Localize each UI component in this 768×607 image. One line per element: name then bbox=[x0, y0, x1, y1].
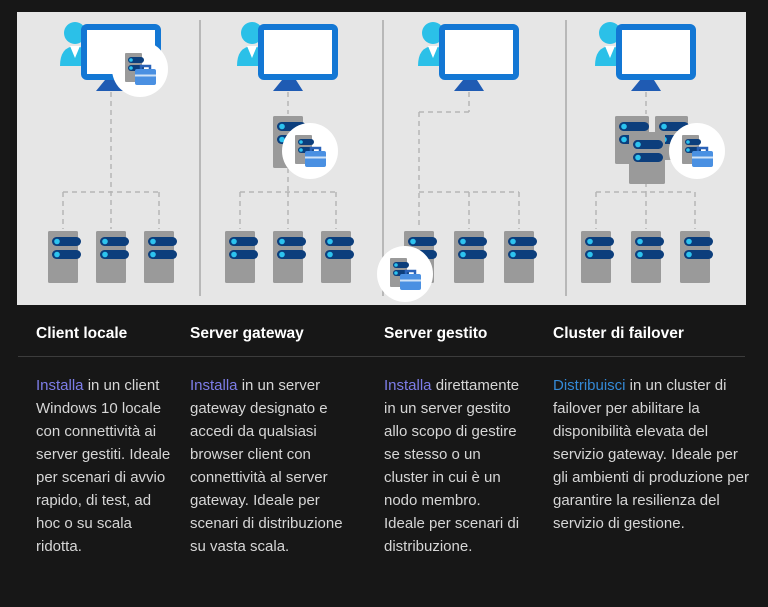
dashed-connectors bbox=[62, 92, 696, 229]
installa-link[interactable]: Installa bbox=[36, 377, 84, 394]
description-text: Installa in un client Windows 10 locale … bbox=[36, 374, 176, 558]
description-server-gateway: Installa in un server gateway designato … bbox=[190, 374, 384, 558]
column-header-cluster-failover: Cluster di failover bbox=[553, 325, 684, 342]
description-client-locale: Installa in un client Windows 10 locale … bbox=[36, 374, 190, 558]
figure-cluster-failover bbox=[581, 22, 727, 283]
figure-client-locale bbox=[48, 22, 177, 283]
deployment-diagram bbox=[48, 12, 727, 304]
server-icon bbox=[631, 231, 664, 283]
installa-link[interactable]: Installa bbox=[384, 377, 432, 394]
server-icon bbox=[96, 231, 129, 283]
description-rest: in un client Windows 10 locale con conne… bbox=[36, 377, 171, 555]
distribuisci-link[interactable]: Distribuisci bbox=[553, 377, 626, 394]
server-icon bbox=[273, 231, 306, 283]
server-icon bbox=[225, 231, 258, 283]
server-icon bbox=[504, 231, 537, 283]
column-client-locale: Client locale bbox=[36, 324, 190, 344]
description-server-gestito: Installa direttamente in un server gesti… bbox=[384, 374, 553, 558]
column-header-server-gateway: Server gateway bbox=[190, 325, 304, 342]
column-cluster-failover: Cluster di failover bbox=[553, 324, 750, 344]
description-rest: direttamente in un server gestito allo s… bbox=[384, 377, 520, 555]
description-cluster-failover: Distribuisci in un cluster di failover p… bbox=[553, 374, 750, 558]
options-header-row: Client locale Server gateway Server gest… bbox=[36, 324, 750, 344]
user-monitor-icon bbox=[237, 22, 335, 91]
admin-center-badge-icon bbox=[280, 121, 340, 181]
installa-link[interactable]: Installa bbox=[190, 377, 238, 394]
description-text: Installa direttamente in un server gesti… bbox=[384, 374, 523, 558]
description-rest: in un cluster di failover per abilitare … bbox=[553, 377, 749, 532]
description-text: Installa in un server gateway designato … bbox=[190, 374, 354, 558]
figure-server-gestito bbox=[375, 22, 537, 304]
options-description-row: Installa in un client Windows 10 locale … bbox=[36, 374, 750, 558]
header-divider bbox=[18, 356, 745, 357]
user-monitor-icon bbox=[418, 22, 516, 91]
column-server-gestito: Server gestito bbox=[384, 324, 553, 344]
figure-server-gateway bbox=[225, 22, 354, 283]
server-icon bbox=[454, 231, 487, 283]
admin-center-badge-icon bbox=[110, 39, 170, 99]
column-server-gateway: Server gateway bbox=[190, 324, 384, 344]
server-icon bbox=[144, 231, 177, 283]
column-header-client-locale: Client locale bbox=[36, 325, 128, 342]
admin-center-badge-icon bbox=[667, 121, 727, 181]
column-header-server-gestito: Server gestito bbox=[384, 325, 488, 342]
admin-center-badge-icon bbox=[375, 244, 435, 304]
server-icon bbox=[581, 231, 614, 283]
description-text: Distribuisci in un cluster di failover p… bbox=[553, 374, 750, 535]
server-icon bbox=[680, 231, 713, 283]
description-rest: in un server gateway designato e accedi … bbox=[190, 377, 343, 555]
server-icon bbox=[321, 231, 354, 283]
deployment-options-figure bbox=[17, 12, 746, 305]
server-icon bbox=[48, 231, 81, 283]
user-monitor-icon bbox=[595, 22, 693, 91]
